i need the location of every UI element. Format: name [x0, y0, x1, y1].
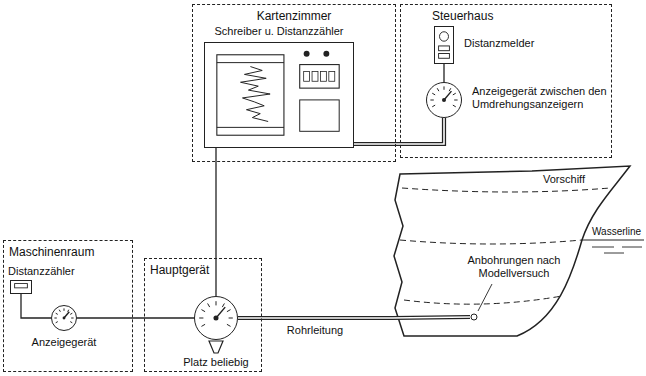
indicator-symbol	[435, 27, 453, 63]
connector-line	[444, 64, 445, 82]
counter-box: Distanzzähler	[10, 280, 32, 294]
part-label: Vorschiff	[542, 173, 586, 186]
connector-line	[21, 294, 51, 318]
text-holder: Wasserline	[591, 225, 642, 238]
gauge-dial: Anzeigegerät	[51, 305, 77, 331]
region-heading: Maschinenraum	[8, 245, 95, 259]
connector-line	[216, 148, 217, 296]
connector-line	[77, 318, 194, 319]
room-region: SteuerhausDistanzmelderAnzeigegerät zwis…	[400, 4, 612, 158]
text-holder: Steuerhaus	[431, 9, 494, 23]
gauge-face	[427, 83, 461, 117]
indicator-device: Distanzmelder	[434, 26, 454, 64]
text-holder: Anzeigegerät zwischen den Umdrehungsanze…	[471, 85, 611, 111]
ship-bow: Vorschiff	[392, 160, 646, 344]
annotation-label: Anbohrungen nach Modellversuch	[462, 254, 566, 280]
part-label: Schreiber u. Distanzzähler	[213, 25, 344, 38]
text-holder: Schreiber u. Distanzzähler	[213, 25, 344, 38]
recorder-symbol	[205, 43, 353, 147]
pipe-line	[354, 118, 444, 144]
gauge-face	[52, 306, 76, 330]
ship-bow-outline	[392, 160, 646, 344]
main-gauge: Platz beliebig	[194, 296, 238, 340]
part-label: Anzeigegerät zwischen den Umdrehungsanze…	[471, 85, 611, 111]
region-heading: Kartenzimmer	[256, 9, 333, 23]
counter-symbol	[11, 281, 31, 293]
part-label: Distanzzähler	[7, 265, 76, 278]
text-holder: Rohrleitung	[286, 324, 344, 337]
part-label: Anzeigegerät	[31, 336, 98, 349]
text-holder: Anbohrungen nach Modellversuch	[462, 254, 566, 280]
gauge-stand	[209, 341, 223, 353]
region-heading: Hauptgerät	[149, 263, 210, 277]
gauge-face	[195, 297, 237, 339]
text-holder: Maschinenraum	[8, 245, 95, 259]
edge-label: Rohrleitung	[286, 324, 344, 337]
text-holder: Hauptgerät	[149, 263, 210, 277]
text-holder: Kartenzimmer	[256, 9, 333, 23]
text-holder: Vorschiff	[542, 173, 586, 186]
room-region: MaschinenraumDistanzzählerAnzeigegerät	[3, 240, 133, 372]
text-holder: Platz beliebig	[182, 356, 249, 369]
device-region: HauptgerätPlatz beliebig	[144, 258, 262, 372]
part-label: Platz beliebig	[182, 356, 249, 369]
text-holder: Distanzmelder	[463, 37, 535, 50]
room-region: KartenzimmerSchreiber u. Distanzzähler	[192, 4, 396, 162]
text-holder: Anzeigegerät	[31, 336, 98, 349]
gauge-dial: Anzeigegerät zwischen den Umdrehungsanze…	[426, 82, 462, 118]
region-heading: Steuerhaus	[431, 9, 494, 23]
text-holder: Distanzzähler	[7, 265, 76, 278]
recorder-device: Schreiber u. Distanzzähler	[204, 42, 354, 148]
part-label: Distanzmelder	[463, 37, 535, 50]
annotation-label: Wasserline	[591, 225, 642, 238]
